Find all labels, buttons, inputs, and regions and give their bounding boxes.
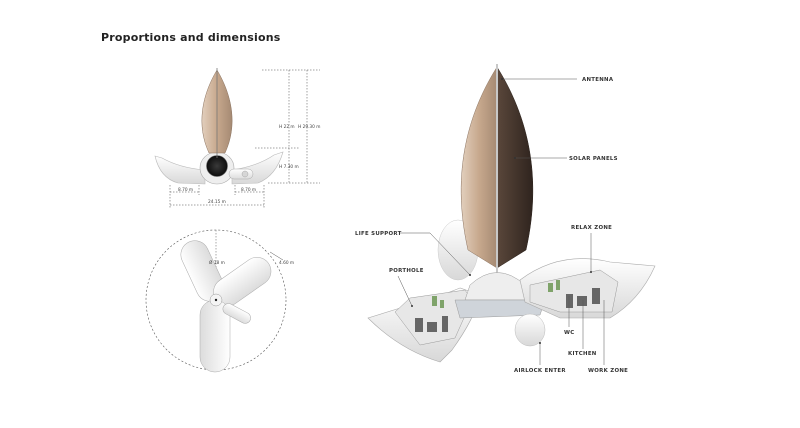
total-height-label: H 29.30 m	[298, 124, 320, 130]
right-wing-plants	[548, 280, 560, 292]
callout-life-support: LIFE SUPPORT	[355, 231, 402, 237]
wing-width-label: 4.60 m	[279, 260, 294, 266]
callout-relax-zone: RELAX ZONE	[571, 225, 612, 231]
solar-panel-light	[460, 66, 498, 269]
plan-view: Ø 18 m 4.60 m	[145, 229, 294, 373]
left-wing-furniture	[415, 316, 448, 332]
diameter-label: Ø 18 m	[209, 259, 225, 266]
airlock-module	[514, 313, 546, 347]
callout-dots	[411, 78, 592, 344]
porthole-front	[206, 155, 228, 177]
callout-lines	[397, 78, 605, 365]
callout-antenna: ANTENNA	[582, 77, 614, 83]
left-pod	[154, 155, 206, 185]
width-dim-lines	[169, 185, 265, 208]
solar-panel-dark	[496, 66, 534, 269]
cutaway-view: ANTENNA SOLAR PANELS LIFE SUPPORT RELAX …	[355, 64, 656, 374]
callout-solar-panels: SOLAR PANELS	[569, 156, 618, 162]
airlock-tube	[228, 168, 254, 180]
left-width-label: 8.70 m	[178, 187, 193, 193]
central-hub	[464, 272, 531, 301]
airlock-hatch	[241, 170, 249, 178]
callout-kitchen: KITCHEN	[568, 351, 597, 357]
callout-porthole: PORTHOLE	[389, 268, 424, 274]
page-title: Proportions and dimensions	[101, 31, 281, 44]
right-wing-furniture	[566, 288, 600, 308]
plan-airlock	[222, 303, 251, 324]
spire-height-label: H 22 m	[279, 124, 295, 130]
corridor	[454, 299, 546, 319]
callout-work-zone: WORK ZONE	[588, 368, 628, 374]
base-height-label: H 7.30 m	[279, 164, 299, 170]
total-width-label: 24.15 m	[208, 199, 226, 205]
front-elevation: H 22 m H 29.30 m H 7.30 m 8.70 m 8.70 m …	[154, 68, 320, 208]
callout-airlock-enter: AIRLOCK ENTER	[514, 368, 566, 374]
callout-wc: WC	[564, 330, 575, 336]
right-width-label: 8.70 m	[241, 187, 256, 193]
left-wing-plants	[432, 296, 444, 308]
height-dim-lines	[255, 69, 320, 184]
